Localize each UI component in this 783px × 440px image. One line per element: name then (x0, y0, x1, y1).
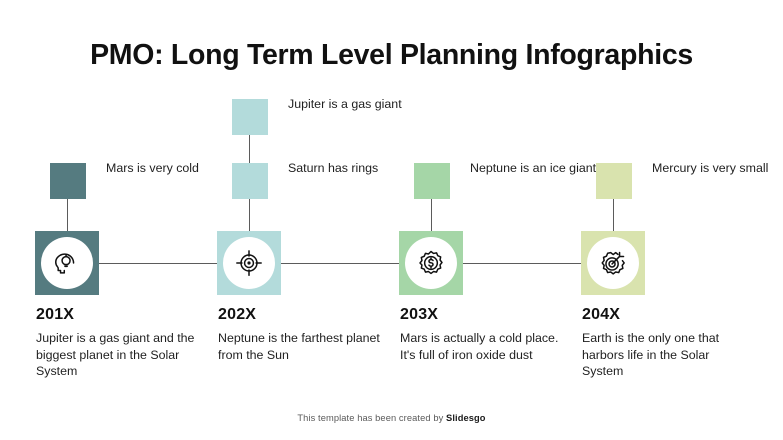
annotation-label: Saturn has rings (288, 161, 379, 175)
milestone-year: 203X (400, 306, 439, 323)
page-title: PMO: Long Term Level Planning Infographi… (90, 39, 693, 71)
milestone-year: 204X (582, 306, 621, 323)
milestone-column-4: Mercury is very small 204X Earth is the … (581, 0, 781, 440)
annotation-2-1: Jupiter is a gas giant (232, 97, 417, 135)
node-circle (587, 237, 639, 289)
milestone-year: 201X (36, 306, 75, 323)
milestone-column-3: Neptune is an ice giant 203X Mars is act… (399, 0, 599, 440)
annotation-chip-icon (232, 99, 268, 135)
annotation-chip-icon (50, 163, 86, 199)
head-lightbulb-icon (55, 253, 75, 274)
milestone-node-2[interactable] (217, 231, 281, 295)
dollar-badge-icon (419, 250, 443, 275)
annotation-stem (613, 199, 615, 231)
milestone-description: Mars is actually a cold place. It's full… (400, 331, 559, 362)
annotation-stem (67, 199, 69, 231)
footer-credit: This template has been created by Slides… (0, 413, 783, 423)
node-circle (223, 237, 275, 289)
milestone-description: Neptune is the farthest planet from the … (218, 331, 380, 362)
annotation-label: Jupiter is a gas giant (288, 97, 402, 111)
annotation-4-1: Mercury is very small (596, 161, 781, 199)
milestone-node-3[interactable] (399, 231, 463, 295)
annotation-chip-icon (414, 163, 450, 199)
annotation-stem (249, 135, 251, 163)
annotation-chip-icon (596, 163, 632, 199)
annotation-label: Neptune is an ice giant (470, 161, 597, 175)
footer-brand: Slidesgo (446, 413, 486, 423)
node-circle (41, 237, 93, 289)
annotation-stem (431, 199, 433, 231)
milestone-year: 202X (218, 306, 257, 323)
annotation-2-2: Saturn has rings (232, 161, 417, 199)
milestone-description: Earth is the only one that harbors life … (582, 331, 720, 379)
crosshair-target-icon (236, 250, 262, 276)
annotation-1-1: Mars is very cold (50, 161, 235, 199)
milestone-node-4[interactable] (581, 231, 645, 295)
node-circle (405, 237, 457, 289)
annotation-stem (249, 199, 251, 231)
target-dart-icon (601, 251, 625, 275)
annotation-label: Mercury is very small (652, 161, 769, 175)
milestone-description: Jupiter is a gas giant and the biggest p… (36, 331, 195, 379)
annotation-3-1: Neptune is an ice giant (414, 161, 599, 199)
milestone-column-1: Mars is very cold 201X Jupiter is a gas … (35, 0, 235, 440)
milestone-node-1[interactable] (35, 231, 99, 295)
annotation-chip-icon (232, 163, 268, 199)
annotation-label: Mars is very cold (106, 161, 199, 175)
milestone-column-2: Jupiter is a gas giant Saturn has rings (217, 0, 417, 440)
timeline-axis (68, 263, 611, 265)
footer-prefix: This template has been created by (297, 413, 447, 423)
